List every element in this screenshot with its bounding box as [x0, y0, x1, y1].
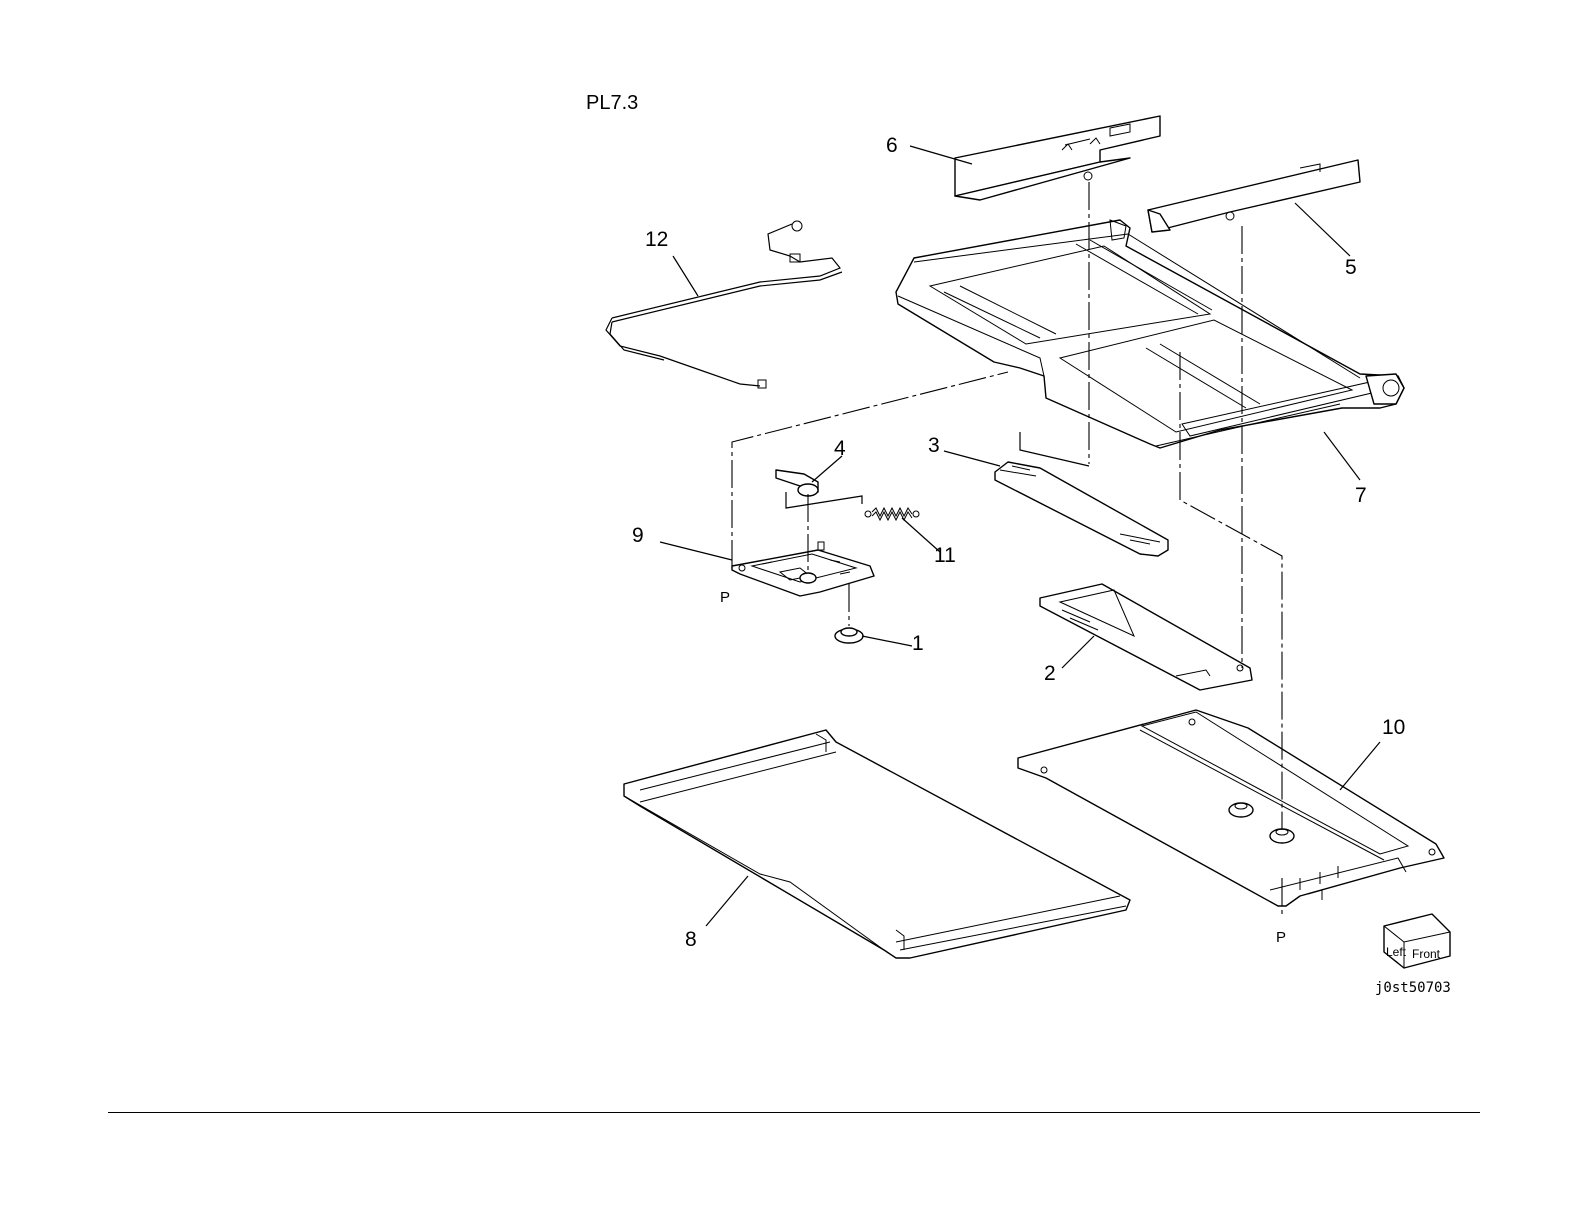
- part-4-actuator[interactable]: [776, 470, 818, 496]
- callout-6: 6: [886, 134, 898, 157]
- callout-1: 1: [912, 632, 924, 655]
- callout-7: 7: [1355, 484, 1367, 507]
- part-12-wire-harness[interactable]: [606, 221, 842, 388]
- part-5-guide-cover[interactable]: [1148, 160, 1360, 232]
- cube-left-label: Left: [1386, 945, 1407, 959]
- part-6-guide-cover[interactable]: [955, 116, 1160, 200]
- callout-9: 9: [632, 524, 644, 547]
- part-7-tray-frame[interactable]: [896, 220, 1404, 448]
- figure-code: j0st50703: [1375, 980, 1451, 996]
- callout-2: 2: [1044, 662, 1056, 685]
- callout-8: 8: [685, 928, 697, 951]
- p-marker-left: P: [720, 589, 730, 606]
- callout-12: 12: [645, 228, 668, 251]
- part-2-plate[interactable]: [1040, 584, 1252, 690]
- footer-divider: [108, 1112, 1480, 1113]
- orientation-cube-icon: Left Front: [1384, 914, 1450, 968]
- part-9-bracket[interactable]: [732, 542, 874, 596]
- cube-front-label: Front: [1412, 947, 1441, 961]
- part-1-foot[interactable]: [835, 628, 863, 643]
- part-3-slide-bar[interactable]: [995, 462, 1168, 556]
- callout-3: 3: [928, 434, 940, 457]
- callout-11: 11: [934, 544, 956, 567]
- callout-4: 4: [834, 437, 846, 460]
- part-11-spring[interactable]: [865, 508, 919, 520]
- callout-5: 5: [1345, 256, 1357, 279]
- callout-10: 10: [1382, 716, 1405, 739]
- p-marker-right: P: [1276, 929, 1286, 946]
